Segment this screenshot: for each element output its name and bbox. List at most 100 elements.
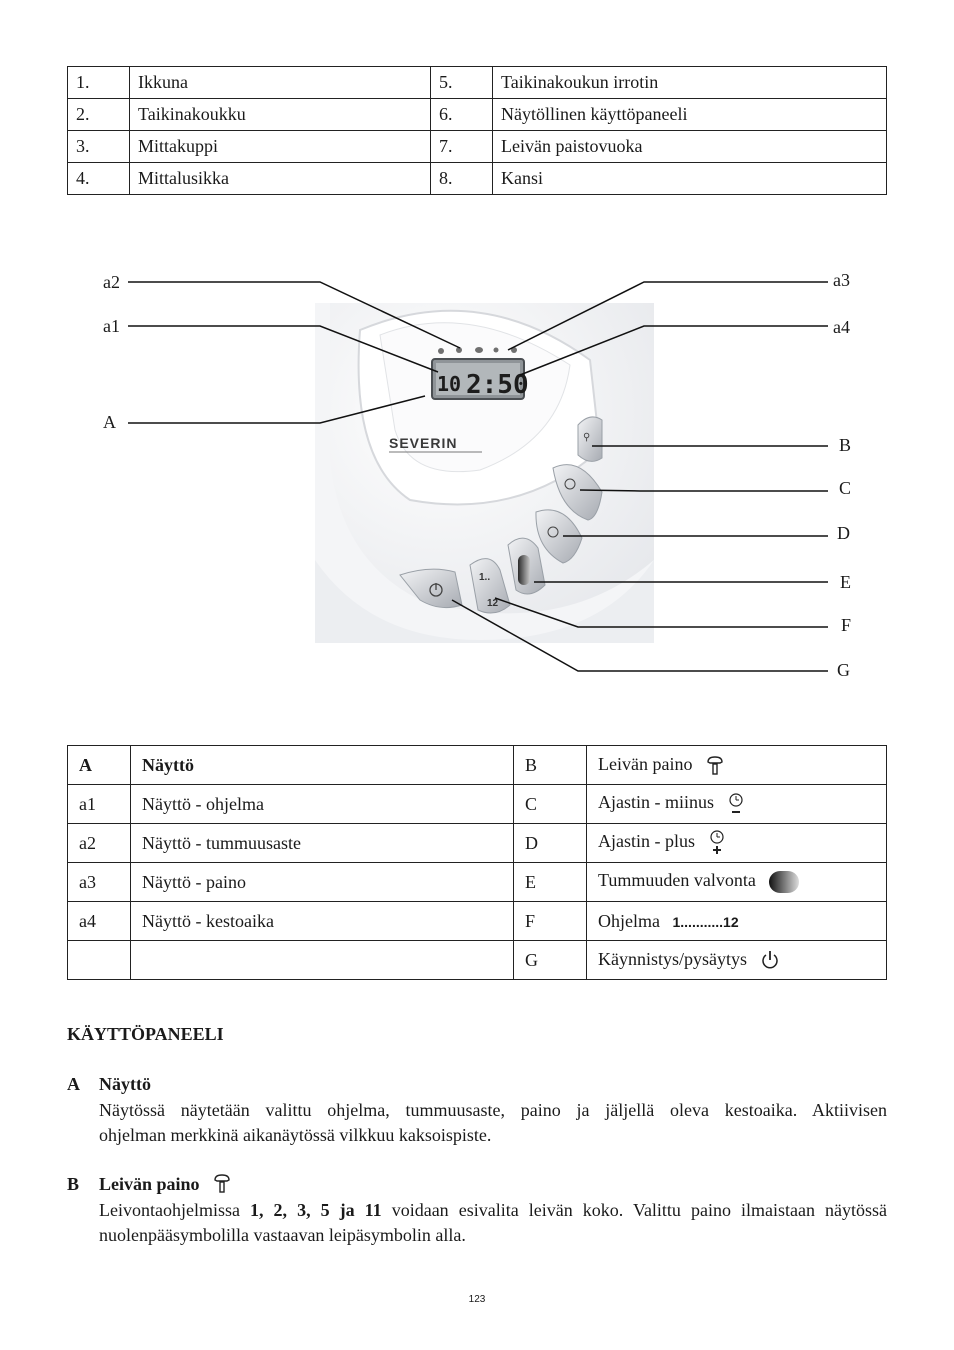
- part-name: Kansi: [492, 162, 887, 195]
- control-panel-diagram: 10 2:50 SEVERIN ⚲ 1.. 12: [0, 250, 954, 700]
- legend-key: F: [513, 901, 587, 941]
- control-panel-illustration: 10 2:50 SEVERIN ⚲ 1.. 12: [128, 281, 828, 672]
- legend-value: Leivän paino: [598, 754, 693, 775]
- section-b-text: voidaan esivalita leivän koko. Valittu p…: [381, 1200, 887, 1220]
- button-E[interactable]: [507, 537, 546, 595]
- legend-key: A: [67, 745, 131, 785]
- table-row: 1. Ikkuna 5. Taikinakoukun irrotin: [67, 66, 887, 99]
- bread-weight-icon: [214, 1174, 230, 1193]
- table-row: 3. Mittakuppi 7. Leivän paistovuoka: [67, 130, 887, 163]
- label-a2: a2: [103, 272, 120, 292]
- label-a4: a4: [833, 317, 850, 337]
- label-a1: a1: [103, 316, 120, 336]
- part-number: 8.: [430, 162, 493, 195]
- table-row: a1 Näyttö - ohjelma C Ajastin - miinus: [67, 784, 887, 824]
- table-row: G Käynnistys/pysäytys: [67, 940, 887, 980]
- part-name: Mittakuppi: [129, 130, 431, 163]
- legend-value: Tummuuden valvonta: [598, 870, 756, 891]
- part-number: 4.: [67, 162, 130, 195]
- section-b-line1: Leivontaohjelmissa 1, 2, 3, 5 ja 11 void…: [99, 1198, 887, 1223]
- section-b-programs: 1, 2, 3, 5 ja 11: [250, 1200, 382, 1220]
- legend-value-cell: Ajastin - plus: [586, 823, 887, 863]
- legend-value-cell: Ohjelma 1...........12: [586, 901, 887, 941]
- parts-table: 1. Ikkuna 5. Taikinakoukun irrotin 2. Ta…: [67, 66, 887, 195]
- timer-minus-icon: [728, 793, 743, 813]
- legend-table: A Näyttö B Leivän paino a1 Näyttö - ohje…: [67, 745, 887, 980]
- svg-text:⚲: ⚲: [583, 432, 590, 443]
- legend-value: Näyttö - tummuusaste: [130, 823, 514, 863]
- legend-key: D: [513, 823, 587, 863]
- part-number: 6.: [430, 98, 493, 131]
- legend-key: a3: [67, 862, 131, 902]
- section-b-title-wrap: Leivän paino: [99, 1174, 232, 1195]
- label-a3: a3: [833, 270, 850, 290]
- brand-logo: SEVERIN: [389, 435, 457, 451]
- callout-lines: [128, 281, 828, 672]
- button-B[interactable]: ⚲: [577, 416, 603, 462]
- legend-value: Ajastin - plus: [598, 831, 695, 852]
- part-number: 2.: [67, 98, 130, 131]
- part-number: 3.: [67, 130, 130, 163]
- part-name: Mittalusikka: [129, 162, 431, 195]
- table-row: 4. Mittalusikka 8. Kansi: [67, 162, 887, 195]
- bread-weight-icon: [707, 756, 723, 775]
- legend-key: C: [513, 784, 587, 824]
- table-row: 2. Taikinakoukku 6. Näytöllinen käyttöpa…: [67, 98, 887, 131]
- section-a-line1: Näytössä näytetään valittu ohjelma, tumm…: [99, 1100, 887, 1120]
- lcd-program: 10: [437, 372, 461, 396]
- button-C[interactable]: [552, 464, 603, 521]
- section-b-line2: nuolenpääsymbolilla vastaavan leipäsymbo…: [99, 1225, 466, 1245]
- section-heading: KÄYTTÖPANEELI: [67, 1024, 224, 1044]
- label-F: F: [841, 615, 852, 635]
- label-A: A: [103, 412, 116, 432]
- part-name: Näytöllinen käyttöpaneeli: [492, 98, 887, 131]
- legend-key: [67, 940, 131, 980]
- legend-value-cell: Tummuuden valvonta: [586, 862, 887, 902]
- legend-value-cell: Käynnistys/pysäytys: [586, 940, 887, 980]
- part-name: Taikinakoukun irrotin: [492, 66, 887, 99]
- darkness-icon: [769, 871, 800, 893]
- timer-plus-icon: [709, 830, 724, 854]
- program-button-bottom: 12: [487, 598, 499, 609]
- table-row: A Näyttö B Leivän paino: [67, 745, 887, 785]
- part-name: Leivän paistovuoka: [492, 130, 887, 163]
- power-icon: [761, 951, 778, 969]
- legend-key: E: [513, 862, 587, 902]
- section-b-paragraph: Leivontaohjelmissa 1, 2, 3, 5 ja 11 void…: [99, 1198, 887, 1248]
- legend-key: a2: [67, 823, 131, 863]
- table-row: a3 Näyttö - paino E Tummuuden valvonta: [67, 862, 887, 902]
- part-number: 1.: [67, 66, 130, 99]
- legend-value: Näyttö - kestoaika: [130, 901, 514, 941]
- label-C: C: [839, 478, 852, 498]
- legend-value-cell: Ajastin - miinus: [586, 784, 887, 824]
- legend-value: Näyttö - paino: [130, 862, 514, 902]
- legend-value: Näyttö - ohjelma: [130, 784, 514, 824]
- label-G: G: [837, 660, 850, 680]
- legend-key: a4: [67, 901, 131, 941]
- legend-value: Ohjelma: [598, 910, 660, 931]
- legend-value: [130, 940, 514, 980]
- lcd-time: 2:50: [466, 370, 529, 400]
- program-button-top: 1..: [479, 572, 490, 583]
- section-a-paragraph: Näytössä näytetään valittu ohjelma, tumm…: [99, 1098, 887, 1148]
- section-a-letter: A: [67, 1074, 80, 1094]
- legend-value: Käynnistys/pysäytys: [598, 948, 748, 969]
- section-a-line2: ohjelman merkkinä aikanäytössä vilkkuu k…: [99, 1125, 492, 1145]
- section-b-letter: B: [67, 1174, 80, 1194]
- part-name: Ikkuna: [129, 66, 431, 99]
- part-number: 5.: [430, 66, 493, 99]
- label-E: E: [840, 572, 851, 592]
- part-name: Taikinakoukku: [129, 98, 431, 131]
- button-D[interactable]: [535, 509, 583, 564]
- label-D: D: [837, 523, 850, 543]
- legend-value-cell: Leivän paino: [586, 745, 887, 785]
- legend-key: a1: [67, 784, 131, 824]
- section-b-title: Leivän paino: [99, 1174, 200, 1194]
- section-b-text: Leivontaohjelmissa: [99, 1200, 250, 1220]
- table-row: a4 Näyttö - kestoaika F Ohjelma 1.......…: [67, 901, 887, 941]
- label-B: B: [839, 435, 852, 455]
- page-number: 123: [468, 1294, 486, 1305]
- program-range-icon: 1...........12: [672, 914, 739, 931]
- section-a-title: Näyttö: [99, 1074, 151, 1094]
- table-row: a2 Näyttö - tummuusaste D Ajastin - plus: [67, 823, 887, 863]
